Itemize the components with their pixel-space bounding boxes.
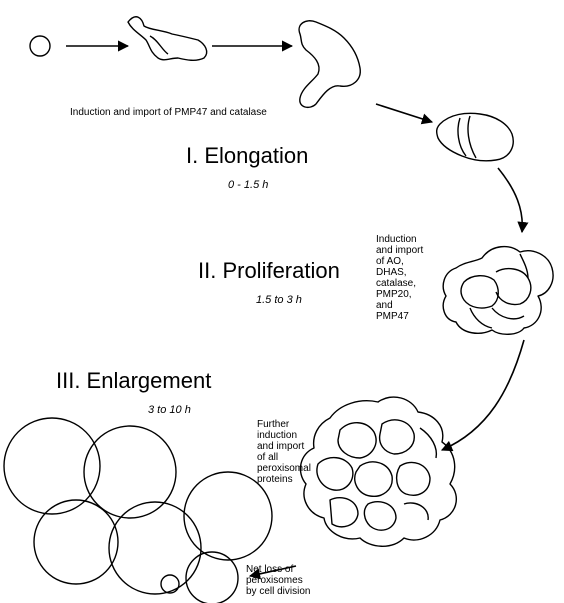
enlarging-peroxisome-cluster — [299, 396, 458, 547]
top-note: Induction and import of PMP47 and catala… — [70, 107, 267, 118]
arrow-4 — [497, 167, 529, 234]
arrow-3 — [375, 103, 434, 125]
stage-1-time: 0 - 1.5 h — [228, 179, 269, 191]
stage-3-time: 3 to 10 h — [148, 404, 191, 416]
stage-2-title: II. Proliferation — [198, 258, 340, 283]
initial-peroxisome — [29, 35, 51, 57]
arrow-6 — [248, 565, 297, 580]
arrow-5 — [440, 339, 525, 452]
stage-3-title: III. Enlargement — [56, 368, 212, 393]
enlargement-note: Further induction and import of all pero… — [257, 419, 311, 485]
stage-2-time: 1.5 to 3 h — [256, 294, 302, 306]
net-loss-note: Net loss of peroxisomes by cell division — [246, 564, 311, 597]
budding-peroxisome — [435, 112, 514, 162]
proliferating-peroxisome-cluster — [442, 245, 554, 335]
elongating-peroxisome-1 — [127, 16, 208, 61]
elongated-peroxisome — [298, 20, 361, 109]
enlarged-peroxisomes — [3, 417, 273, 603]
stage-1-title: I. Elongation — [186, 143, 309, 168]
proliferation-note: Induction and import of AO, DHAS, catala… — [376, 234, 424, 322]
